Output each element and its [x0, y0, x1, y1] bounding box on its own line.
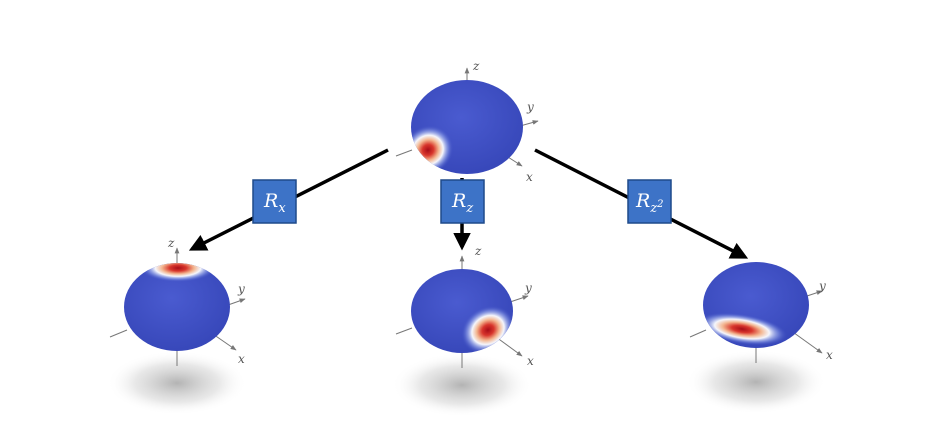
sphere-top-z-label: z	[472, 59, 480, 73]
sphere-rz2-x-label: x	[826, 348, 833, 362]
sphere-top-x-label: x	[526, 170, 533, 184]
sphere-rx-y-label: y	[237, 282, 245, 296]
sphere-rx-shadow	[107, 351, 247, 415]
svg-text:Rz2: Rz2	[635, 190, 664, 216]
sphere-rz2-shadow	[686, 350, 826, 414]
sphere-rx-hotspot	[140, 263, 216, 282]
sphere-rz-y-label: y	[524, 281, 532, 295]
sphere-rz-axes	[395, 255, 529, 368]
sphere-rz-x-label: x	[527, 354, 534, 368]
sphere-top-y-label: y	[526, 100, 534, 114]
sphere-rz-shadow	[392, 353, 532, 417]
operator-rz-base: R	[451, 190, 466, 212]
sphere-rz2-y-label: y	[818, 279, 826, 293]
sphere-rx-z-label: z	[167, 236, 175, 250]
sphere-top: z y x	[395, 59, 539, 184]
sphere-rx-x-label: x	[238, 352, 245, 366]
operator-rz2-sup: 2	[656, 199, 663, 210]
sphere-rz-z-label: z	[474, 244, 482, 258]
sphere-rz2-axes	[689, 290, 823, 363]
operator-rz-sub: z	[465, 201, 473, 216]
operator-rz-box: Rz	[440, 179, 485, 224]
sphere-rx: z y x	[107, 236, 247, 415]
sphere-rz: z y x	[392, 244, 534, 417]
operator-rx-sub: x	[278, 201, 286, 216]
sphere-rx-body	[124, 263, 230, 351]
operator-rz2-sub: z	[649, 201, 657, 216]
operator-rx-box: Rx	[252, 179, 297, 224]
operator-rx-base: R	[263, 190, 278, 212]
svg-text:Rx: Rx	[263, 190, 286, 216]
sphere-rz2: y x	[686, 262, 833, 414]
operator-rz2-box: Rz2	[627, 179, 672, 224]
operator-rz2-base: R	[635, 190, 650, 212]
svg-text:Rz: Rz	[451, 190, 473, 216]
